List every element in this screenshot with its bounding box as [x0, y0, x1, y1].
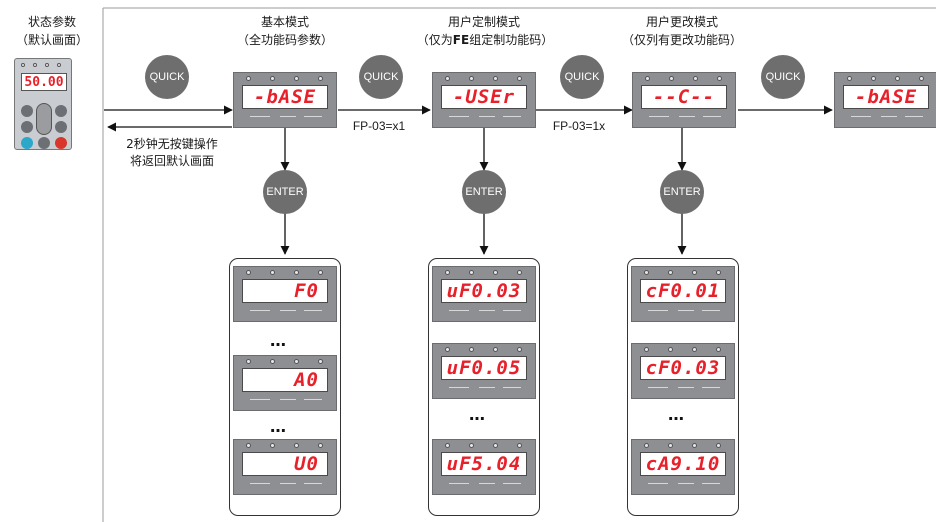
basic-mode-subtitle: （全功能码参数） — [236, 33, 333, 47]
device-key — [21, 105, 33, 117]
code-display: uF0.05 — [446, 357, 522, 379]
user-mode-condition: FP-03=x1 — [352, 119, 406, 133]
panel-foot — [443, 114, 525, 122]
device-key — [55, 121, 67, 133]
device-led — [45, 63, 49, 67]
code-display: F0 — [294, 280, 319, 302]
panel-display: -bASE — [253, 86, 317, 108]
return-note-line2: 将返回默认画面 — [129, 154, 214, 168]
quick-button: QUICK — [359, 55, 403, 99]
code-panel: uF0.05 — [432, 343, 536, 399]
device-led — [21, 63, 25, 67]
panel-display: --C-- — [652, 86, 716, 108]
panel-display: -USEr — [452, 86, 516, 108]
panel-screen: --C-- — [641, 85, 727, 109]
code-display: uF0.03 — [446, 280, 522, 302]
device-led — [57, 63, 61, 67]
code-panel: F0 — [233, 266, 337, 322]
panel-leds — [841, 76, 931, 82]
panel-screen: A0 — [242, 368, 328, 392]
user-code-list: uF0.03 uF0.05 … uF5.04 — [428, 258, 540, 516]
device-key — [21, 121, 33, 133]
ellipsis: … — [270, 417, 287, 436]
mode-panel-basic: -bASE — [233, 72, 337, 128]
change-mode-title: 用户更改模式 — [645, 15, 718, 29]
basic-mode-title: 基本模式 — [260, 15, 309, 29]
return-note-line1: 2秒钟无按键操作 — [126, 137, 218, 151]
code-panel: cA9.10 — [631, 439, 735, 495]
basic-code-list: F0 … A0 … U0 — [229, 258, 341, 516]
change-mode-condition: FP-03=1x — [552, 119, 606, 133]
enter-button: ENTER — [660, 170, 704, 214]
enter-button: ENTER — [263, 170, 307, 214]
quick-button: QUICK — [761, 55, 805, 99]
code-panel: U0 — [233, 439, 337, 495]
ellipsis: … — [668, 405, 685, 424]
change-mode-subtitle: （仅列有更改功能码） — [621, 33, 742, 47]
device-display-value: 50.00 — [24, 74, 64, 90]
code-panel: uF5.04 — [432, 439, 536, 495]
user-mode-subtitle-bold: FE — [452, 33, 470, 47]
code-display: U0 — [294, 453, 319, 475]
change-code-list: cF0.01 cF0.03 … cA9.10 — [627, 258, 739, 516]
code-panel: A0 — [233, 355, 337, 411]
device-led — [33, 63, 37, 67]
panel-leds — [240, 76, 330, 82]
panel-screen: F0 — [242, 279, 328, 303]
user-mode-title: 用户定制模式 — [447, 15, 520, 29]
panel-leds — [639, 76, 729, 82]
panel-screen: U0 — [242, 452, 328, 476]
device-screen: 50.00 — [21, 73, 67, 91]
device-key — [55, 137, 67, 149]
code-panel: cF0.03 — [631, 343, 735, 399]
code-display: A0 — [294, 369, 319, 391]
device-key — [21, 137, 33, 149]
panel-screen: uF5.04 — [441, 452, 527, 476]
panel-foot — [244, 114, 326, 122]
panel-screen: uF0.03 — [441, 279, 527, 303]
code-panel: uF0.03 — [432, 266, 536, 322]
code-display: cF0.03 — [645, 357, 721, 379]
code-panel: cF0.01 — [631, 266, 735, 322]
panel-foot — [845, 114, 927, 122]
user-mode-subtitle: （仅为FE组定制功能码） — [400, 32, 570, 48]
mode-panel-change: --C-- — [632, 72, 736, 128]
status-title: 状态参数 — [27, 15, 76, 29]
device-dpad — [36, 103, 52, 135]
code-display: cF0.01 — [645, 280, 721, 302]
panel-screen: cF0.01 — [640, 279, 726, 303]
panel-foot — [643, 114, 725, 122]
panel-display: -bASE — [854, 86, 918, 108]
quick-button: QUICK — [560, 55, 604, 99]
mode-panel-user: -USEr — [432, 72, 536, 128]
panel-leds — [439, 76, 529, 82]
panel-screen: -USEr — [441, 85, 527, 109]
ellipsis: … — [270, 331, 287, 350]
panel-screen: -bASE — [242, 85, 328, 109]
device-key — [55, 105, 67, 117]
code-display: cA9.10 — [645, 453, 721, 475]
user-mode-subtitle-post: 组定制功能码） — [469, 33, 554, 47]
status-subtitle: （默认画面） — [15, 33, 88, 47]
ellipsis: … — [469, 405, 486, 424]
user-mode-subtitle-pre: （仅为 — [416, 33, 453, 47]
code-display: uF5.04 — [446, 453, 522, 475]
panel-screen: uF0.05 — [441, 356, 527, 380]
enter-button: ENTER — [462, 170, 506, 214]
quick-button: QUICK — [145, 55, 189, 99]
panel-screen: cF0.03 — [640, 356, 726, 380]
panel-screen: cA9.10 — [640, 452, 726, 476]
mode-panel-basic-repeat: -bASE — [834, 72, 936, 128]
device-key — [38, 137, 50, 149]
panel-screen: -bASE — [843, 85, 929, 109]
keypad-device: 50.00 — [14, 58, 72, 150]
